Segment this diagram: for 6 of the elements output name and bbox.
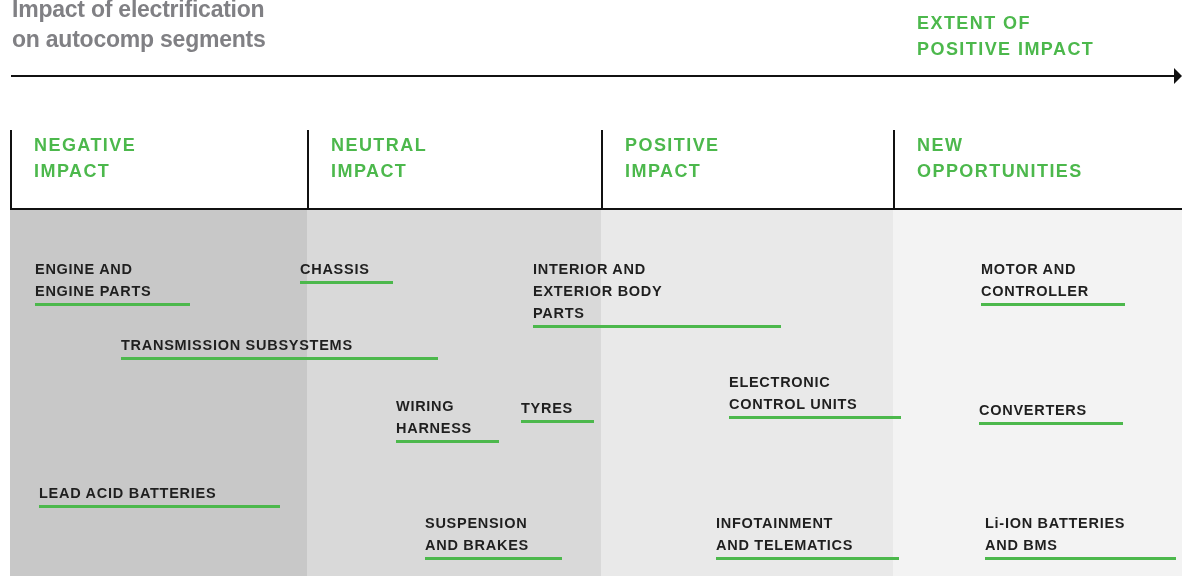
column-heading: POSITIVE IMPACT [625,134,721,183]
column-heading: NEUTRAL IMPACT [331,134,428,183]
axis-label: EXTENT OF POSITIVE IMPACT [917,12,1096,61]
column-heading: NEW OPPORTUNITIES [917,134,1084,183]
column-heading: NEGATIVE IMPACT [34,134,138,183]
diagram-title: Impact of electrification on autocomp segments [12,0,267,54]
